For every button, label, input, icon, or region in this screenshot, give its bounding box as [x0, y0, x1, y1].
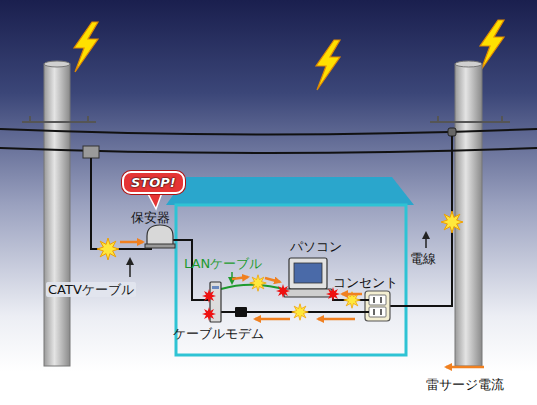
spark — [202, 307, 216, 321]
spark — [276, 284, 290, 298]
ac-adapter — [235, 307, 247, 317]
cable-label: CATVケーブル — [46, 282, 136, 297]
component-label: 保安器 — [131, 210, 170, 225]
leader-arrow — [129, 259, 131, 277]
legend-text: 雷サージ電流 — [426, 377, 504, 392]
surge-burst — [97, 238, 119, 260]
component-label: ケーブルモデム — [173, 326, 264, 341]
pc-monitor — [289, 258, 327, 289]
utility-pole — [44, 64, 70, 366]
callout-bubble: STOP! — [122, 171, 185, 194]
surge-burst — [441, 211, 463, 233]
pc-base — [284, 289, 332, 297]
night-sky — [0, 0, 537, 372]
surge-burst — [292, 304, 309, 321]
wire-connector — [448, 128, 456, 136]
leader-arrow — [425, 233, 427, 248]
wall-outlet — [365, 291, 390, 321]
lightning-bolt — [480, 20, 504, 70]
component-label: パソコン — [290, 239, 342, 254]
leader-arrow — [231, 272, 233, 283]
lightning-bolt — [316, 40, 340, 90]
lightning-bolt — [74, 22, 98, 72]
cross-arm — [22, 116, 510, 122]
catv-tap — [83, 146, 99, 158]
house-roof — [166, 177, 414, 205]
cable-label: 電線 — [410, 251, 436, 266]
power-cord — [221, 311, 236, 313]
legend-sample-arrow — [446, 366, 484, 369]
cable-label: LANケーブル — [184, 256, 262, 271]
overhead-wire — [0, 148, 537, 153]
callout-text: STOP! — [131, 175, 176, 190]
surge-burst — [250, 275, 267, 292]
spark — [202, 289, 216, 303]
surge-protector — [147, 225, 173, 246]
component-label: コンセント — [333, 275, 398, 290]
